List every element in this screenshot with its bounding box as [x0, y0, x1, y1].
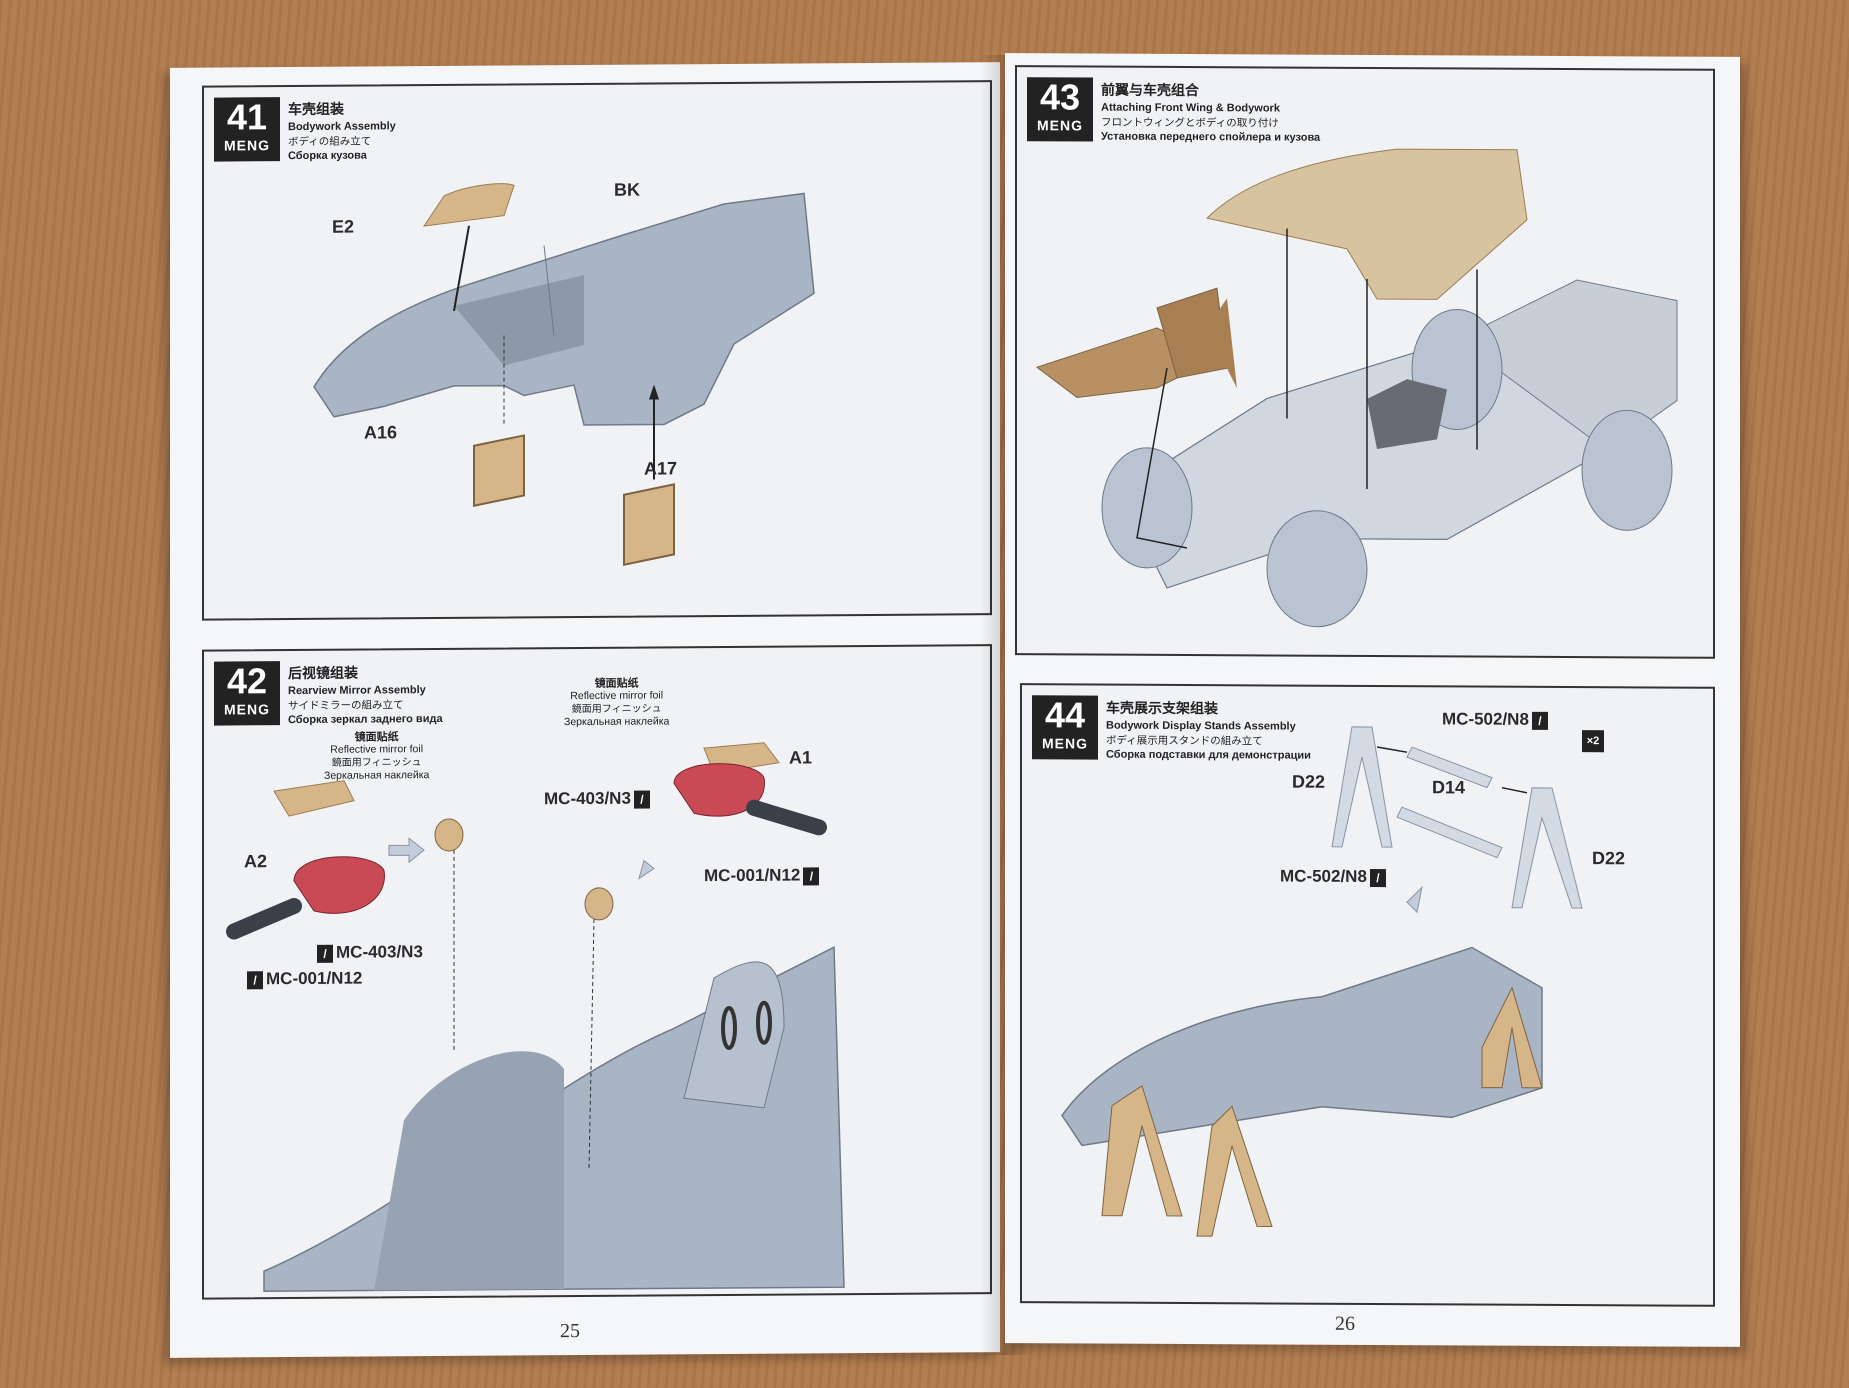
- paint-callout: MC-502/N8/: [1442, 709, 1551, 730]
- page-number-left: 25: [560, 1320, 580, 1343]
- paint-callout: MC-001/N12/: [704, 865, 822, 886]
- part-label-a17: A17: [644, 458, 678, 479]
- part-label-d14: D14: [1432, 777, 1466, 798]
- part-label-a1: A1: [789, 747, 813, 768]
- step-43-panel: 43 MENG 前翼与车壳组合 Attaching Front Wing & B…: [1015, 65, 1715, 659]
- quantity-badge: ×2: [1582, 730, 1604, 753]
- step-41-panel: 41 MENG 车壳组装 Bodywork Assembly ボディの組み立て …: [202, 80, 992, 621]
- note-en: Reflective mirror foil: [570, 689, 664, 703]
- right-page: 43 MENG 前翼与车壳组合 Attaching Front Wing & B…: [1005, 53, 1740, 1347]
- part-label-a16: A16: [364, 422, 398, 443]
- paint-callout: /MC-001/N12: [244, 969, 362, 990]
- note-zh: 镜面贴纸: [594, 676, 639, 690]
- note-en: Reflective mirror foil: [330, 743, 424, 756]
- display-stands-illustration: [1061, 726, 1583, 1237]
- paint-callout: MC-502/N8/: [1280, 867, 1389, 888]
- note-ru: Зеркальная наклейка: [564, 715, 670, 729]
- step-44-panel: 44 MENG 车壳展示支架组装 Bodywork Display Stands…: [1020, 683, 1715, 1307]
- note-ru: Зеркальная наклейка: [324, 769, 430, 782]
- mirror-foil-note-left: 镜面贴纸 Reflective mirror foil 鏡面用フィニッシュ Зе…: [324, 730, 429, 783]
- part-label-e2: E2: [332, 216, 355, 237]
- instruction-booklet: 41 MENG 车壳组装 Bodywork Assembly ボディの組み立て …: [150, 53, 1740, 1358]
- left-page: 41 MENG 车壳组装 Bodywork Assembly ボディの組み立て …: [170, 62, 1000, 1358]
- note-zh: 镜面贴纸: [354, 730, 399, 744]
- page-number-right: 26: [1335, 1312, 1355, 1335]
- mirror-assembly-illustration: [226, 742, 845, 1292]
- part-label-d22: D22: [1592, 848, 1626, 869]
- mirror-foil-note-right: 镜面贴纸 Reflective mirror foil 鏡面用フィニッシュ Зе…: [564, 676, 669, 729]
- note-ja: 鏡面用フィニッシュ: [331, 757, 422, 769]
- note-ja: 鏡面用フィニッシュ: [571, 703, 662, 716]
- front-wing-bodywork-illustration: [1035, 148, 1678, 628]
- part-label-d22: D22: [1292, 771, 1326, 792]
- bodywork-assembly-illustration: [313, 183, 815, 566]
- step-42-panel: 42 MENG 后视镜组装 Rearview Mirror Assembly サ…: [202, 644, 992, 1300]
- part-label-bk: BK: [614, 179, 640, 200]
- paint-callout: MC-403/N3/: [544, 789, 653, 810]
- paint-callout: /MC-403/N3: [314, 942, 423, 963]
- part-label-a2: A2: [244, 851, 268, 872]
